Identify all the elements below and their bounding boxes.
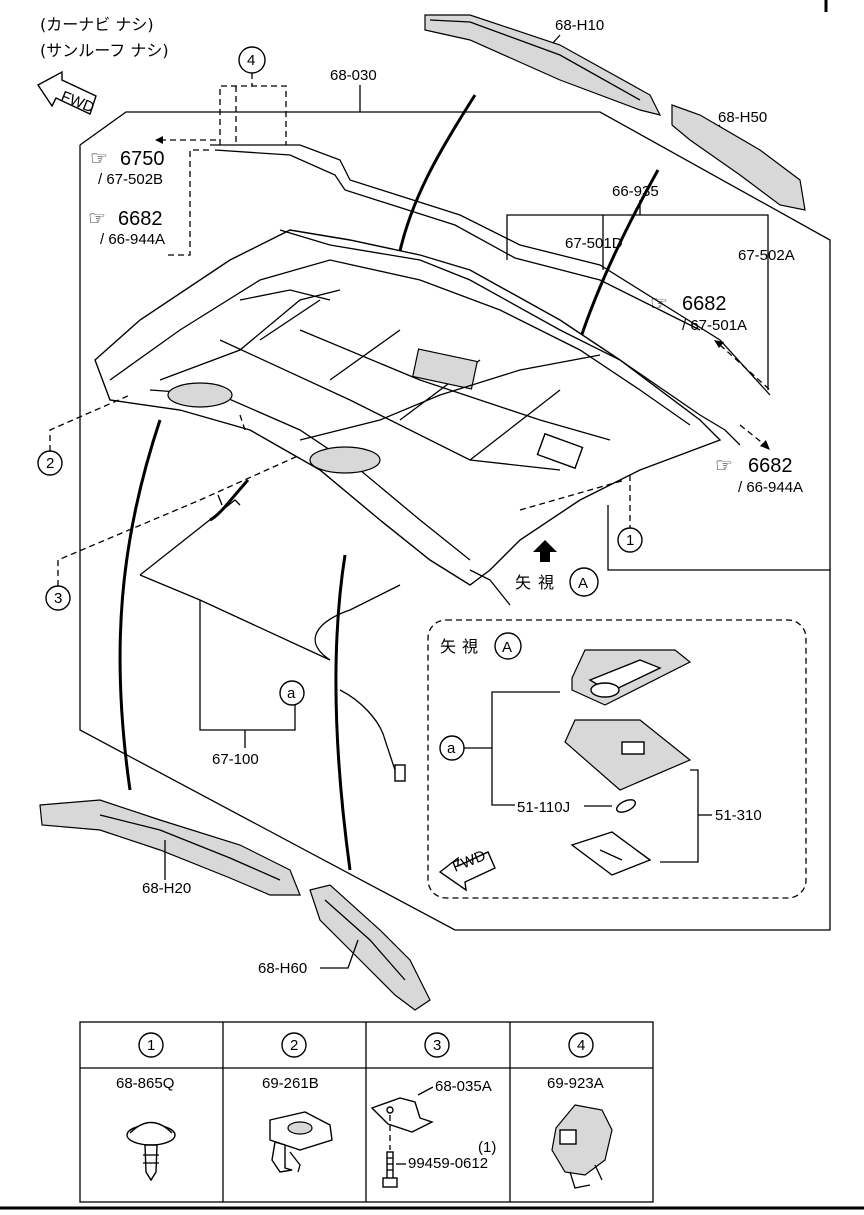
part-68-H50 (671, 104, 806, 211)
visor-clip-icon (269, 1111, 333, 1173)
bracket-icon (370, 1097, 434, 1133)
legend-part-69-261B: 69-261B (262, 1075, 319, 1092)
part-label-51-310: 51-310 (715, 807, 762, 824)
legend-part-99459-0612: 99459-0612 (408, 1155, 488, 1172)
svg-text:/ 67-501A: / 67-501A (682, 317, 747, 334)
svg-text:6682: 6682 (118, 208, 163, 230)
callout-2: 2 (37, 450, 63, 476)
svg-text:/ 66-944A: / 66-944A (738, 479, 803, 496)
part-68-H10 (424, 14, 662, 116)
part-label-67-502A: 67-502A (738, 247, 795, 264)
bulb (615, 799, 637, 813)
svg-text:/ 67-502B: / 67-502B (98, 171, 163, 188)
svg-text:矢: 矢 (515, 573, 531, 592)
svg-text:4: 4 (577, 1037, 585, 1054)
header-line2: (サンルーフ ナシ) (40, 41, 169, 60)
ref-hand-icon: ☞ (90, 148, 108, 170)
part-label-68-H60: 68-H60 (258, 960, 307, 977)
callout-3: 3 (45, 585, 71, 611)
svg-text:A: A (502, 639, 512, 656)
svg-text:a: a (287, 685, 296, 702)
map-lamp-housing (571, 649, 692, 706)
view-A-title: 矢 視 A (440, 632, 522, 660)
legend-table: 1 68-865Q 2 69-261B 3 (79, 1021, 654, 1203)
ref-hand-icon: ☞ (88, 208, 106, 230)
svg-text:視: 視 (462, 637, 478, 656)
legend-cell-2: 2 69-261B (262, 1032, 333, 1173)
legend-cell-3: 3 68-035A (1) 99459-0612 (370, 1032, 496, 1188)
callout-a-detail: a (439, 735, 465, 761)
callout-4: 4 (238, 46, 266, 74)
lens-cover (570, 831, 652, 876)
part-68-H20 (39, 799, 301, 896)
part-label-67-100: 67-100 (212, 751, 259, 768)
svg-text:1: 1 (147, 1037, 155, 1054)
svg-text:6682: 6682 (748, 455, 793, 477)
legend-part-68-865Q: 68-865Q (116, 1075, 174, 1092)
svg-text:3: 3 (54, 590, 62, 607)
svg-text:/ 66-944A: / 66-944A (100, 231, 165, 248)
svg-text:3: 3 (433, 1037, 441, 1054)
ref-6682-left: ☞ 6682 / 66-944A (88, 208, 165, 248)
view-A-detail-box (427, 619, 807, 899)
svg-text:4: 4 (247, 52, 255, 69)
svg-text:視: 視 (538, 573, 554, 592)
ref-hand-icon: ☞ (650, 293, 668, 315)
svg-text:矢: 矢 (440, 637, 456, 656)
ref-6682-lower: ☞ 6682 / 66-944A (715, 455, 803, 496)
legend-qty: (1) (478, 1139, 496, 1156)
fwd-label: FWD (59, 88, 97, 117)
svg-text:A: A (578, 575, 588, 592)
fwd-arrow-detail-icon: FWD (438, 847, 496, 892)
svg-text:2: 2 (290, 1037, 298, 1054)
part-label-68-H50: 68-H50 (718, 109, 767, 126)
ref-hand-icon: ☞ (715, 455, 733, 477)
svg-text:2: 2 (46, 455, 54, 472)
svg-text:6682: 6682 (682, 293, 727, 315)
svg-text:1: 1 (626, 532, 634, 549)
view-arrow-A: 矢 視 A (515, 540, 599, 597)
fwd-arrow-icon: FWD (36, 70, 97, 117)
legend-part-69-923A: 69-923A (547, 1075, 604, 1092)
legend-part-68-035A: 68-035A (435, 1078, 492, 1095)
callout-1: 1 (617, 527, 643, 553)
svg-text:a: a (447, 740, 456, 757)
legend-cell-1: 1 68-865Q (116, 1032, 176, 1182)
part-label-51-110J: 51-110J (517, 799, 570, 816)
callout-a: a (279, 680, 305, 706)
screw-icon (382, 1151, 398, 1188)
ref-6750: ☞ 6750 / 67-502B (90, 148, 165, 188)
part-label-68-030: 68-030 (330, 67, 377, 84)
part-label-68-H20: 68-H20 (142, 880, 191, 897)
part-label-68-H10: 68-H10 (555, 17, 604, 34)
map-lamp-lens (564, 719, 692, 791)
part-label-66-935: 66-935 (612, 183, 659, 200)
legend-cell-4: 4 69-923A (547, 1032, 613, 1189)
part-label-67-501D: 67-501D (565, 235, 623, 252)
push-clip-icon (126, 1121, 176, 1182)
headliner-panel (94, 229, 722, 586)
svg-text:6750: 6750 (120, 148, 165, 170)
part-68-H60 (309, 884, 431, 1011)
main-frame-outline (79, 111, 831, 571)
ref-6682-right: ☞ 6682 / 67-501A (650, 293, 747, 334)
header-line1: (カーナビ ナシ) (40, 15, 154, 34)
harness-clip-icon (551, 1104, 613, 1189)
